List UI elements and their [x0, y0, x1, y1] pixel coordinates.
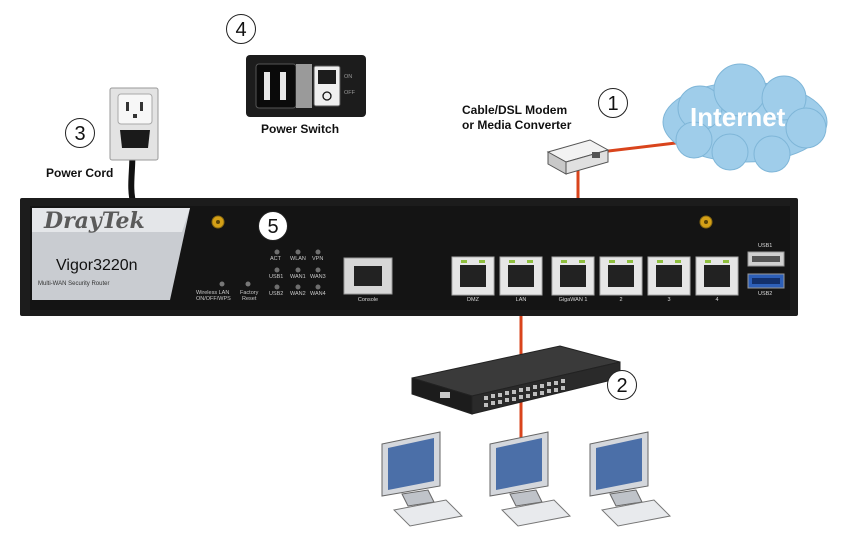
led-label-usb2: USB2: [269, 291, 284, 297]
port-label-lan: LAN: [515, 297, 527, 303]
callout-5: 5: [258, 211, 288, 241]
usb2-label: USB2: [758, 291, 773, 297]
router-model: Vigor3220n: [56, 257, 138, 274]
port-label-3: 3: [667, 297, 671, 303]
computer-3: [589, 431, 672, 527]
modem-device: [546, 139, 610, 175]
wireless-lan-sub-label: ON/OFF/WPS: [196, 296, 231, 302]
port-label-gigawan: GigaWAN 1: [558, 297, 588, 303]
network-switch: [411, 345, 621, 415]
computer-1: [381, 431, 464, 527]
led-label-wan4: WAN4: [310, 291, 326, 297]
led-label-act: ACT: [270, 256, 281, 262]
switch-off-label: OFF: [344, 90, 355, 96]
router-brand: DrayTek: [44, 208, 145, 234]
led-label-vpn: VPN: [312, 256, 324, 262]
console-port-label: Console: [357, 297, 379, 303]
callout-3: 3: [65, 118, 95, 148]
router-tagline: Multi-WAN Security Router: [38, 281, 110, 287]
led-label-usb1: USB1: [269, 274, 284, 280]
port-label-4: 4: [715, 297, 719, 303]
factory-sub-label: Reset: [242, 296, 257, 302]
status-leds: [274, 249, 321, 290]
internet-label: Internet: [690, 102, 786, 132]
power-switch-label: Power Switch: [261, 122, 340, 136]
led-label-wan1: WAN1: [290, 274, 306, 280]
cable-modem-internet: [599, 140, 685, 154]
modem-label-line1: Cable/DSL Modem: [462, 103, 568, 117]
power-switch-panel: [246, 55, 366, 117]
ethernet-ports: [451, 256, 739, 296]
port-label-dmz: DMZ: [467, 297, 479, 303]
factory-label: Factory: [240, 290, 259, 296]
callout-1: 1: [598, 88, 628, 118]
led-label-wlan: WLAN: [290, 256, 306, 262]
port-label-2: 2: [619, 297, 623, 303]
modem-label-line2: or Media Converter: [462, 118, 572, 132]
wireless-lan-label: Wireless LAN: [196, 290, 230, 296]
callout-2: 2: [607, 370, 637, 400]
power-cord-label: Power Cord: [46, 166, 114, 180]
computer-2: [489, 431, 572, 527]
led-label-wan2: WAN2: [290, 291, 306, 297]
switch-on-label: ON: [344, 74, 353, 80]
callout-4: 4: [226, 14, 256, 44]
led-label-wan3: WAN3: [310, 274, 326, 280]
usb1-label: USB1: [758, 243, 773, 249]
router-body: [20, 198, 798, 316]
internet-cloud: [662, 63, 828, 173]
wall-outlet: [109, 87, 159, 161]
